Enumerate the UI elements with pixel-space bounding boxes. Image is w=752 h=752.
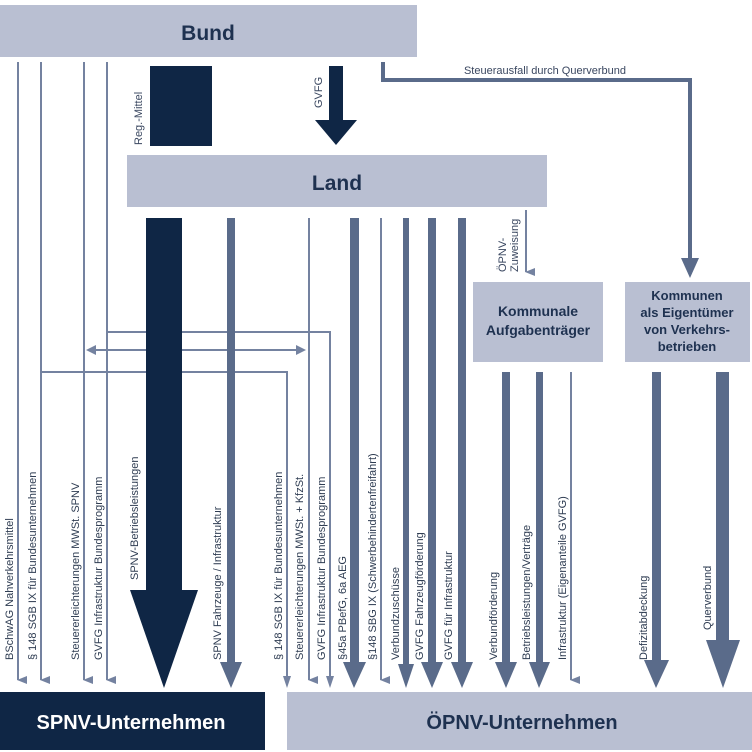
flow-gvfg-bund-spnv: GVFG Infrastruktur Bundesprogramm — [93, 62, 116, 684]
double-arrow-right-head — [296, 345, 306, 355]
oepnv-label: ÖPNV-Unternehmen — [426, 711, 617, 734]
oepnv-zuweisung-label-1: ÖPNV- — [497, 237, 509, 272]
double-arrow-left-head — [86, 345, 96, 355]
flow-148-sbg-schwerbehindert: §148 SBG IX (Schwerbehindertenfreifahrt) — [367, 218, 390, 684]
oepnv-zuweisung-label-2: Zuweisung — [509, 219, 521, 272]
oepnv-zuweisung-arrow: ÖPNV- Zuweisung — [497, 210, 535, 276]
flow-defizitabdeckung: Defizitabdeckung — [638, 372, 669, 688]
steuerausfall-connector: Steuerausfall durch Querverbund — [381, 62, 699, 278]
flow-gvfg-infrastruktur: GVFG für Infrastruktur — [443, 218, 473, 688]
flow-querverbund: Querverbund — [702, 372, 740, 688]
flow-label-spnv-fahrzeuge: SPNV Fahrzeuge / Infrastruktur — [212, 506, 224, 660]
land-box: Land — [127, 155, 547, 207]
gvfg-top-label: GVFG — [313, 77, 325, 108]
flow-label-148-sbg: §148 SBG IX (Schwerbehindertenfreifahrt) — [367, 453, 379, 660]
flow-148-sgb-oepnv-head — [283, 676, 291, 688]
land-label: Land — [312, 172, 362, 195]
flow-verbundzuschuesse: Verbundzuschüsse — [390, 218, 414, 688]
kommunen-label-line4: betrieben — [658, 339, 717, 354]
flow-gvfg-fahrzeugfoerderung: GVFG Fahrzeugförderung — [414, 218, 443, 688]
flow-label-bschwag: BSchwAG Nahverkehrsmittel — [4, 518, 16, 660]
kommunen-eigentuemer-box: Kommunen als Eigentümer von Verkehrs- be… — [625, 282, 750, 362]
bund-box: Bund — [0, 5, 417, 57]
kommunale-label-line2: Aufgabenträger — [486, 322, 591, 338]
spnv-unternehmen-box: SPNV-Unternehmen — [0, 692, 265, 750]
kommunale-aufgabentraeger-box: Kommunale Aufgabenträger — [473, 282, 603, 362]
kommunen-label-line3: von Verkehrs- — [644, 322, 730, 337]
flow-label-148-sgb-1: § 148 SGB IX für Bundesunternehmen — [27, 472, 39, 660]
flow-label-gvfg-bund-2: GVFG Infrastruktur Bundesprogramm — [316, 477, 328, 660]
spnv-label: SPNV-Unternehmen — [37, 712, 226, 734]
flow-spnv-betriebsleistungen: SPNV-Betriebsleistungen — [129, 218, 198, 688]
flow-infrastruktur-eigenanteile: Infrastruktur (Eigenanteile GVFG) — [557, 372, 580, 684]
flow-label-gvfg-fahrzeug: GVFG Fahrzeugförderung — [414, 532, 426, 660]
flow-label-verbundzuschuesse: Verbundzuschüsse — [390, 567, 402, 660]
reg-mittel-flow: Reg.-Mittel — [133, 66, 212, 146]
flow-label-verbundfoerderung: Verbundförderung — [488, 572, 500, 660]
flow-label-gvfg-bund-1: GVFG Infrastruktur Bundesprogramm — [93, 477, 105, 660]
flow-148-sgb-bund-spnv: § 148 SGB IX für Bundesunternehmen — [27, 62, 50, 684]
flow-label-steuer-mwst-kfzst: Steuererleichterungen MWSt. + KfzSt. — [294, 474, 306, 660]
flow-gvfg-bund-oepnv-head — [326, 676, 334, 688]
flow-spnv-fahrzeuge: SPNV Fahrzeuge / Infrastruktur — [212, 218, 242, 688]
flow-label-148-sgb-2: § 148 SGB IX für Bundesunternehmen — [273, 472, 285, 660]
kommunen-label-line2: als Eigentümer — [640, 305, 733, 320]
flow-bschwag: BSchwAG Nahverkehrsmittel — [4, 62, 27, 684]
flow-betriebsleistungen-vertraege: Betriebsleistungen/Verträge — [521, 372, 550, 688]
flow-label-infra-eigenanteile: Infrastruktur (Eigenanteile GVFG) — [557, 496, 569, 660]
gvfg-bund-land-arrow: GVFG — [313, 66, 357, 145]
kommunen-label-line1: Kommunen — [651, 288, 723, 303]
steuerausfall-label: Steuerausfall durch Querverbund — [464, 65, 626, 77]
flow-label-spnv-betrieb: SPNV-Betriebsleistungen — [129, 456, 141, 580]
flow-label-defizitabdeckung: Defizitabdeckung — [638, 576, 650, 660]
kommunale-label-line1: Kommunale — [498, 303, 578, 319]
flow-label-45a-pbefg: §45a PBefG, 6a AEG — [337, 556, 349, 660]
reg-mittel-label: Reg.-Mittel — [133, 92, 145, 145]
flow-steuer-mwst-spnv: Steuererleichterungen MWSt. SPNV — [70, 62, 93, 684]
oepnv-unternehmen-box: ÖPNV-Unternehmen — [287, 692, 752, 750]
flow-label-betriebsleistungen: Betriebsleistungen/Verträge — [521, 525, 533, 660]
flow-45a-pbefg: §45a PBefG, 6a AEG — [337, 218, 366, 688]
flow-label-gvfg-infra: GVFG für Infrastruktur — [443, 551, 455, 660]
flow-label-steuer-mwst-spnv: Steuererleichterungen MWSt. SPNV — [70, 482, 82, 660]
flow-verbundfoerderung: Verbundförderung — [488, 372, 517, 688]
flow-label-querverbund: Querverbund — [702, 566, 714, 630]
bund-label: Bund — [181, 22, 235, 45]
